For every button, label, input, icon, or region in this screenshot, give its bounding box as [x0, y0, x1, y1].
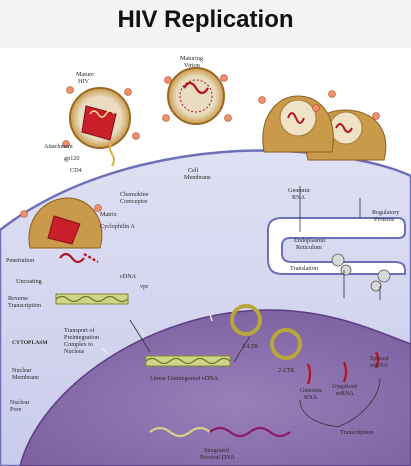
label-transport-4: Nucleus [64, 348, 85, 355]
label-unspliced-2: mRNA [336, 390, 354, 397]
page-title: HIV Replication [117, 6, 294, 33]
label-chemokine-2: Coreceptor [120, 198, 148, 205]
label-transport-2: Preintegration [64, 334, 99, 341]
label-spliced: Spliced [370, 355, 389, 362]
label-regulatory-2: Proteins [374, 216, 395, 223]
label-genomic-rna-bottom: Genomic [300, 387, 323, 394]
ltr-circles [230, 304, 302, 360]
label-er-2: Reticulum [296, 244, 322, 251]
label-reverse-2: Transcription [8, 302, 41, 309]
label-maturing-virion: Maturing [180, 55, 203, 62]
pathway-arrows [129, 186, 381, 427]
label-integrated: Integrated [204, 447, 230, 454]
label-genomic-rna-bottom-2: RNA [304, 394, 318, 401]
integrated-proviral-dna [149, 426, 291, 438]
label-cytoplasm: CYTOPLASM [12, 340, 48, 346]
endoplasmic-reticulum [267, 217, 406, 275]
label-integrated-2: Proviral DNA [200, 454, 235, 461]
label-spliced-2: mRNA [370, 362, 388, 369]
label-uncoating: Uncoating [16, 278, 42, 285]
uncoating-rna [59, 252, 99, 264]
label-gp120: gp120 [64, 155, 79, 162]
label-cd4: CD4 [70, 167, 82, 174]
label-genomic-rna-top: Genomic [288, 187, 311, 194]
linear-vdna [145, 355, 231, 367]
cd4-receptor [109, 141, 115, 167]
label-regulatory: Regulatory [372, 209, 400, 216]
label-reverse: Reverse [8, 295, 28, 302]
label-mature-hiv-2: HIV [78, 78, 90, 85]
label-nuclear-membrane-2: Membrane [12, 374, 39, 381]
label-er: Endoplasmic [294, 237, 327, 244]
label-1-ltr: 1-LTR [242, 343, 259, 350]
hiv-replication-diagram: Mature HIV Maturing Virion Attachment gp… [0, 55, 411, 466]
label-translation: Translation [290, 265, 318, 272]
label-matrix: Matrix [100, 211, 118, 218]
nuclear-pores [101, 313, 213, 355]
title-bar: HIV Replication [0, 0, 411, 48]
label-linear-vdna: Linear Unintegrated vDNA [150, 375, 219, 382]
attaching-virion [28, 197, 103, 249]
label-unspliced: Unspliced [332, 383, 358, 390]
mature-hiv-virion [69, 87, 131, 149]
reverse-transcription-dna [55, 293, 129, 305]
diagram-labels: Mature HIV Maturing Virion Attachment gp… [6, 55, 400, 461]
label-nuclear-membrane: Nuclear [12, 367, 32, 374]
label-cdna: cDNA [120, 273, 137, 280]
label-transport: Transport of [64, 327, 95, 334]
label-transcription: Transcription [340, 429, 373, 436]
gp120-spikes [20, 74, 380, 218]
label-chemokine: Chemokine [120, 191, 149, 198]
label-attachment: Attachment [44, 143, 73, 150]
maturing-virion [167, 67, 225, 125]
label-2-ltr: 2-LTR [278, 367, 295, 374]
label-genomic-rna-top-2: RNA [292, 194, 306, 201]
label-maturing-virion-2: Virion [184, 62, 200, 69]
ribosomes [331, 253, 391, 292]
budding-virion-left [262, 95, 334, 153]
label-transport-3: Complex to [64, 341, 93, 348]
nucleus [19, 309, 411, 466]
label-cell-membrane-2: Membrane [184, 174, 211, 181]
label-nuclear-pore-2: Pore [10, 406, 22, 413]
label-cyclophilin: Cyclophilin A [100, 223, 135, 230]
label-nuclear-pore: Nuclear [10, 399, 30, 406]
label-cell-membrane: Cell [188, 167, 199, 174]
label-penetration: Penetration [6, 257, 34, 264]
nuclear-rna [306, 351, 380, 385]
label-vpr: vpr [140, 283, 148, 290]
label-mature-hiv: Mature [76, 71, 94, 78]
